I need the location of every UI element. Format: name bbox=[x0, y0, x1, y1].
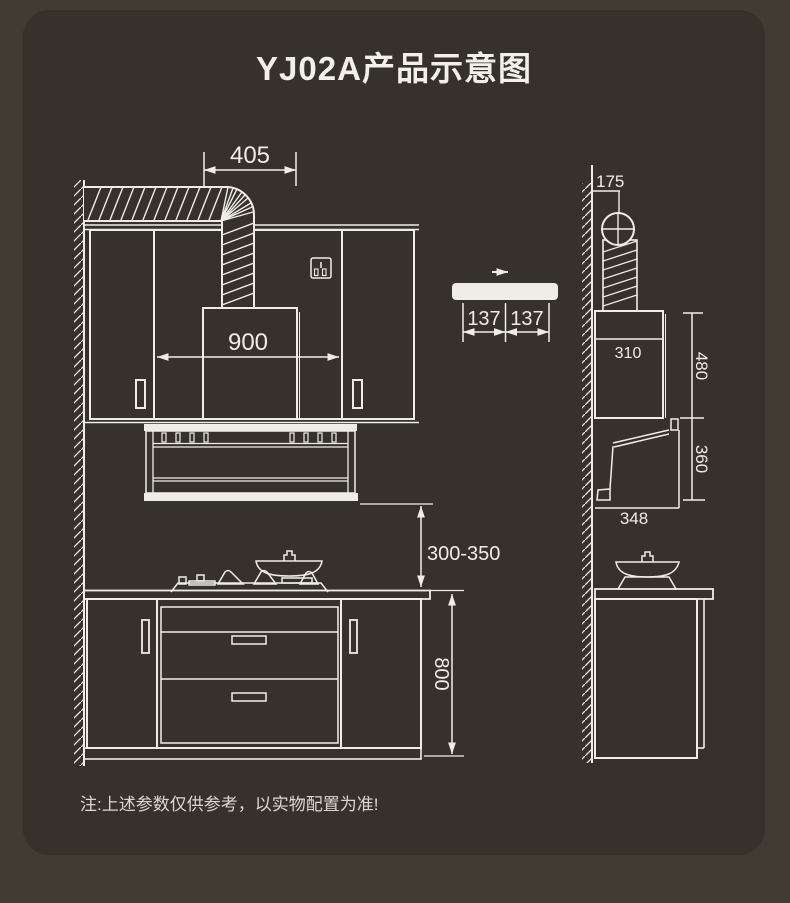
footnote: 注:上述参数仅供参考，以实物配置为准! bbox=[80, 795, 379, 814]
dim-label-300-350: 300-350 bbox=[427, 543, 500, 565]
dim-label-800: 800 bbox=[430, 657, 452, 690]
hood-vent-slots bbox=[161, 432, 337, 443]
side-view: 175 3 bbox=[582, 165, 714, 763]
front-view: 405 900 300-350 800 bbox=[74, 142, 500, 766]
cabinet-handle bbox=[352, 379, 363, 409]
dim-label-137-left: 137 bbox=[467, 308, 500, 330]
drawer-handle bbox=[231, 635, 267, 645]
gas-stove-icon bbox=[170, 550, 329, 593]
dim-wall-offset: 175 bbox=[593, 172, 624, 212]
dim-hood-clearance: 300-350 bbox=[360, 503, 500, 587]
dim-label-137-right: 137 bbox=[510, 308, 543, 330]
cabinet-handle bbox=[141, 619, 150, 654]
range-hood-front bbox=[144, 307, 358, 501]
cabinet-handle bbox=[349, 619, 358, 654]
side-base-cabinet bbox=[594, 588, 714, 759]
dim-duct-width: 405 bbox=[203, 142, 297, 186]
exhaust-duct-icon bbox=[84, 186, 255, 309]
dim-base-height: 800 bbox=[424, 594, 464, 757]
dim-label-360: 360 bbox=[692, 445, 711, 473]
side-duct-icon bbox=[601, 212, 638, 312]
hood-plan-bar bbox=[452, 283, 558, 300]
dim-label-348: 348 bbox=[620, 509, 648, 528]
dim-plan-halves: 137 137 bbox=[462, 303, 550, 342]
side-hood-profile: 348 bbox=[595, 418, 680, 528]
dim-label-175: 175 bbox=[596, 172, 624, 191]
wall-hatch-left-icon bbox=[74, 180, 85, 766]
side-wok-icon bbox=[615, 551, 680, 590]
page-title: YJ02A产品示意图 bbox=[256, 50, 532, 87]
dim-hood-width: 900 bbox=[157, 329, 339, 361]
cabinet-handle bbox=[135, 379, 146, 409]
wok-icon bbox=[255, 550, 323, 577]
dim-heights: 480 360 bbox=[680, 312, 711, 501]
power-outlet-icon bbox=[310, 257, 332, 279]
wall-hatch-right-icon bbox=[582, 165, 593, 763]
dim-label-900: 900 bbox=[228, 329, 268, 356]
countertop bbox=[83, 589, 464, 600]
dim-label-480: 480 bbox=[692, 352, 711, 380]
dim-label-310: 310 bbox=[615, 345, 642, 362]
base-cabinet bbox=[83, 598, 422, 760]
side-hood-upper: 310 bbox=[594, 310, 666, 419]
drawer-handle bbox=[231, 692, 267, 702]
plan-view: 137 137 bbox=[452, 268, 558, 342]
dim-label-405: 405 bbox=[230, 142, 270, 169]
